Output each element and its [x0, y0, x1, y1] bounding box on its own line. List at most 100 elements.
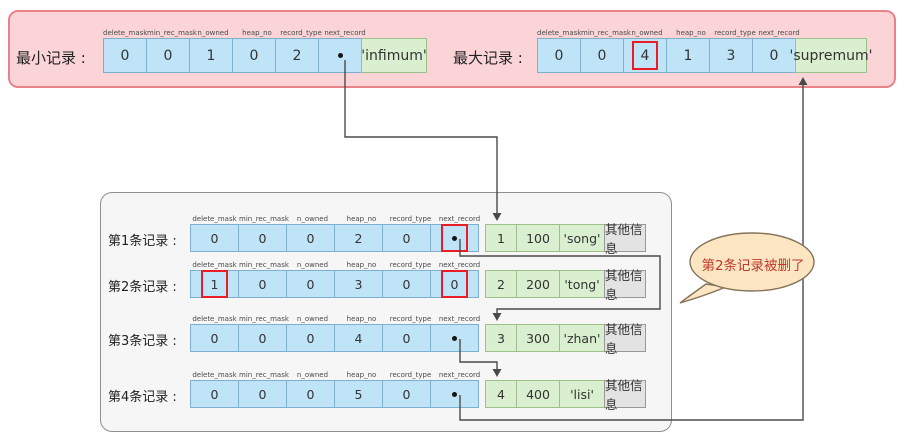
n-owned-cell: 0	[286, 224, 335, 252]
min-rec-mask-cell: 0	[238, 324, 287, 352]
value-cell: 200	[516, 270, 560, 298]
field-header: heap_no	[346, 261, 377, 269]
field-header-row: delete_mask min_rec_mask n_owned heap_no…	[190, 367, 646, 379]
id-cell: 1	[485, 224, 517, 252]
min-rec-mask-cell: 0	[238, 224, 287, 252]
field-header: n_owned	[296, 315, 329, 323]
field-header-row: delete_mask min_rec_mask n_owned heap_no…	[190, 211, 646, 223]
delete-mask-cell: 0	[190, 324, 239, 352]
field-header: next_record	[438, 371, 481, 379]
infimum-cells: 0 0 1 0 2 'infimum'	[103, 38, 427, 73]
infimum-record-strip: delete_mask min_rec_mask n_owned heap_no…	[103, 25, 427, 73]
other-info-cell: 其他信息	[604, 322, 646, 356]
record-3-strip: delete_mask min_rec_mask n_owned heap_no…	[190, 311, 646, 356]
field-header: heap_no	[346, 315, 377, 323]
field-header: n_owned	[197, 29, 229, 37]
callout-text: 第2条记录被删了	[701, 258, 805, 274]
field-header: delete_mask	[192, 215, 237, 223]
heap-no-cell: 1	[666, 38, 710, 73]
other-info-cell: 其他信息	[604, 378, 646, 412]
next-record-cell-highlighted: 0	[430, 270, 479, 298]
field-header: next_record	[438, 315, 481, 323]
name-cell: 'tong'	[559, 270, 605, 298]
min-rec-mask-cell: 0	[146, 38, 190, 73]
pointer-dot-icon	[452, 235, 457, 241]
record-1-cells: 0 0 0 2 0 1 100 'song' 其他信息	[190, 222, 646, 256]
next-record-cell-highlighted	[430, 224, 479, 252]
name-cell: 'lisi'	[559, 380, 605, 408]
pointer-dot-icon	[452, 335, 457, 341]
field-header: record_type	[714, 29, 756, 37]
n-owned-cell-highlighted: 4	[623, 38, 667, 73]
field-header: record_type	[389, 371, 432, 379]
supremum-record-strip: delete_mask min_rec_mask n_owned heap_no…	[537, 25, 872, 73]
field-header: n_owned	[296, 371, 329, 379]
delete-mask-cell: 0	[190, 224, 239, 252]
record-type-cell: 0	[382, 324, 431, 352]
record-type-cell: 0	[382, 270, 431, 298]
other-info-cell: 其他信息	[604, 268, 646, 302]
infimum-tail-cell: 'infimum'	[361, 38, 427, 73]
record-1-label: 第1条记录 :	[108, 234, 177, 249]
n-owned-cell: 1	[189, 38, 233, 73]
delete-mask-cell: 0	[537, 38, 581, 73]
field-header: delete_mask	[192, 371, 237, 379]
record-type-cell: 0	[382, 224, 431, 252]
heap-no-cell: 4	[334, 324, 383, 352]
name-cell: 'zhan'	[559, 324, 605, 352]
heap-no-cell: 3	[334, 270, 383, 298]
n-owned-cell: 0	[286, 324, 335, 352]
field-header: min_rec_mask	[581, 29, 631, 37]
heap-no-cell: 5	[334, 380, 383, 408]
delete-mask-cell-highlighted: 1	[190, 270, 239, 298]
record-3-cells: 0 0 0 4 0 3 300 'zhan' 其他信息	[190, 322, 646, 356]
record-4-label: 第4条记录 :	[108, 390, 177, 405]
id-cell: 3	[485, 324, 517, 352]
field-header: n_owned	[296, 215, 329, 223]
max-record-label: 最大记录 :	[453, 49, 523, 67]
id-cell: 2	[485, 270, 517, 298]
field-header: n_owned	[296, 261, 329, 269]
min-rec-mask-cell: 0	[238, 380, 287, 408]
value-cell: 400	[516, 380, 560, 408]
field-header: heap_no	[346, 215, 377, 223]
record-type-cell: 0	[382, 380, 431, 408]
field-header-row: delete_mask min_rec_mask n_owned heap_no…	[537, 25, 867, 37]
field-header: min_rec_mask	[239, 371, 289, 379]
field-header: heap_no	[676, 29, 706, 37]
value-cell: 300	[516, 324, 560, 352]
field-header: record_type	[389, 315, 432, 323]
field-header: next_record	[758, 29, 800, 37]
heap-no-cell: 2	[334, 224, 383, 252]
field-header: min_rec_mask	[239, 261, 289, 269]
record-3-label: 第3条记录 :	[108, 334, 177, 349]
record-2-cells: 1 0 0 3 0 0 2 200 'tong' 其他信息	[190, 268, 646, 302]
next-record-cell: 0	[752, 38, 796, 73]
record-type-cell: 2	[275, 38, 319, 73]
n-owned-cell: 0	[286, 380, 335, 408]
delete-mask-cell: 0	[103, 38, 147, 73]
record-type-cell: 3	[709, 38, 753, 73]
field-header-row: delete_mask min_rec_mask n_owned heap_no…	[103, 25, 427, 37]
record-2-strip: delete_mask min_rec_mask n_owned heap_no…	[190, 257, 646, 302]
field-header: delete_mask	[192, 315, 237, 323]
record-4-strip: delete_mask min_rec_mask n_owned heap_no…	[190, 367, 646, 412]
field-header: min_rec_mask	[239, 215, 289, 223]
min-record-label: 最小记录 :	[16, 49, 86, 67]
heap-no-cell: 0	[232, 38, 276, 73]
other-info-cell: 其他信息	[604, 222, 646, 256]
field-header: heap_no	[346, 371, 377, 379]
field-header: record_type	[389, 261, 432, 269]
field-header: n_owned	[631, 29, 663, 37]
field-header: record_type	[389, 215, 432, 223]
field-header: next_record	[438, 215, 481, 223]
n-owned-cell: 0	[286, 270, 335, 298]
next-record-cell	[318, 38, 362, 73]
next-record-cell	[430, 324, 479, 352]
id-cell: 4	[485, 380, 517, 408]
delete-mask-cell: 0	[190, 380, 239, 408]
next-record-cell	[430, 380, 479, 408]
field-header: min_rec_mask	[147, 29, 197, 37]
supremum-cells: 0 0 4 1 3 0 'supremum'	[537, 38, 872, 73]
